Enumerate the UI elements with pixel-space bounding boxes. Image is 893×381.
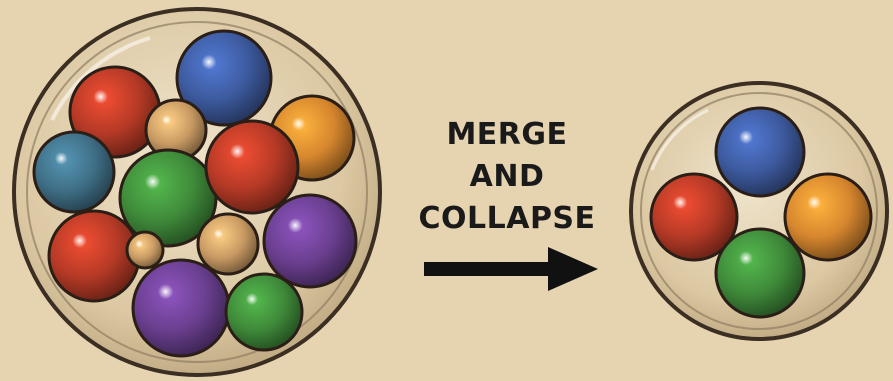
arrow-head <box>548 247 598 291</box>
arrow <box>424 247 598 291</box>
ball-highlight <box>55 152 68 165</box>
ball-highlight <box>739 251 753 265</box>
ball-highlight <box>230 144 245 159</box>
ball-highlight <box>214 229 224 239</box>
caption-and: AND <box>400 156 614 198</box>
tan-ball <box>198 214 258 274</box>
ball-highlight <box>673 196 687 210</box>
ball-highlight <box>135 240 143 248</box>
green-ball <box>226 274 302 350</box>
ball-highlight <box>288 218 303 233</box>
ball-highlight <box>162 115 172 125</box>
blue-ball <box>716 108 804 196</box>
purple-ball <box>264 195 356 287</box>
green-ball <box>716 229 804 317</box>
teal-ball <box>34 132 114 212</box>
orange-ball <box>785 174 871 260</box>
ball-highlight <box>201 55 216 70</box>
ball-highlight <box>739 130 753 144</box>
red-ball <box>49 211 139 301</box>
ball-highlight <box>72 234 86 248</box>
ball-highlight <box>158 284 173 299</box>
tan-ball <box>127 232 163 268</box>
caption-collapse: COLLAPSE <box>400 198 614 240</box>
ball-highlight <box>93 90 107 104</box>
ball-highlight <box>145 174 160 189</box>
ball-highlight <box>246 293 258 305</box>
left-container <box>14 9 380 375</box>
caption-merge: MERGE <box>400 114 614 156</box>
right-container <box>631 83 887 339</box>
ball-highlight <box>807 196 821 210</box>
ball-highlight <box>292 117 305 130</box>
red-ball <box>206 121 298 213</box>
purple-ball <box>133 260 229 356</box>
arrow-shaft <box>424 262 552 276</box>
